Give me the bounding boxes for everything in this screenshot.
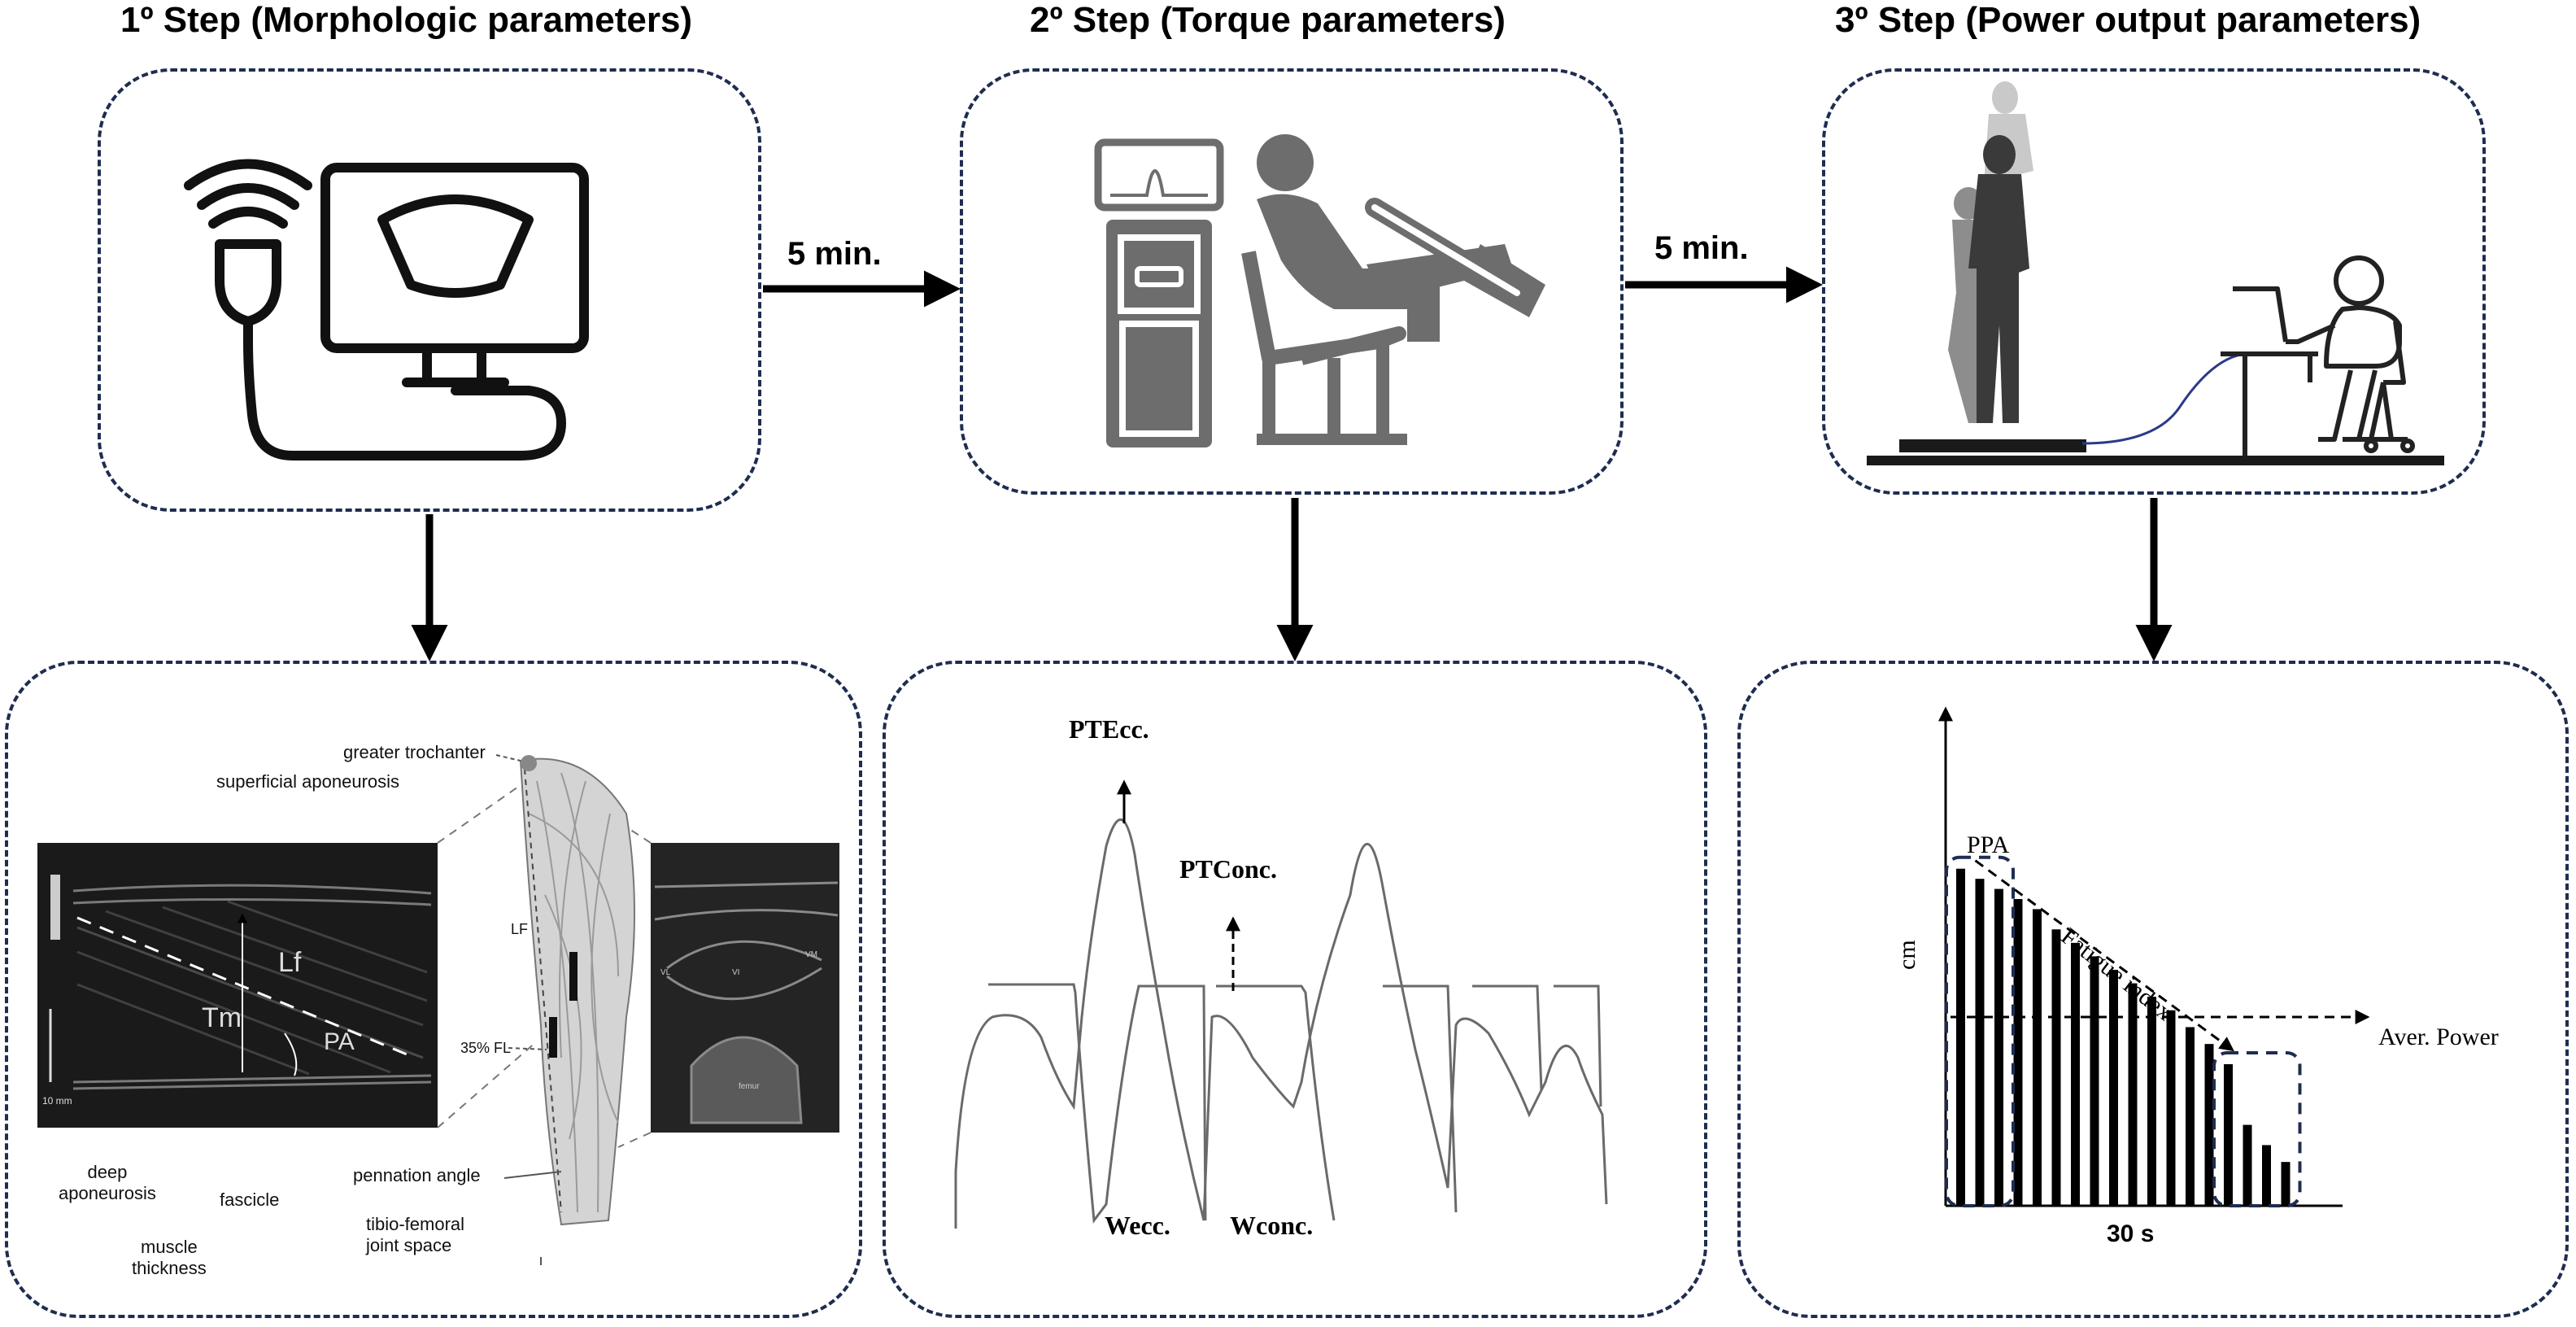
- bar-2: [1975, 879, 1985, 1206]
- label-deep-aponeurosis: deep aponeurosis: [59, 1162, 156, 1203]
- label-femur: femur: [739, 1082, 760, 1091]
- label-w-conc: Wconc.: [1230, 1211, 1314, 1240]
- label-muscle-thickness: muscle thickness: [132, 1237, 207, 1278]
- step3-box: [1822, 68, 2486, 495]
- bar-13: [2186, 1027, 2195, 1206]
- bar-5: [2033, 909, 2042, 1206]
- label-w-ecc: Wecc.: [1105, 1211, 1170, 1240]
- tail-highlight: [2212, 1051, 2302, 1207]
- step1-box: [98, 68, 761, 512]
- bar-17: [2262, 1145, 2271, 1206]
- label-vl: VL: [660, 968, 671, 977]
- torque-box: [883, 661, 1707, 1318]
- ultrasound-machine-icon: [184, 159, 589, 461]
- torque-curves: [954, 818, 1608, 1229]
- label-aver-power: Aver. Power: [2378, 1024, 2499, 1050]
- label-pennation-angle: pennation angle: [353, 1165, 481, 1185]
- torque-marker-arrows: [1117, 779, 1240, 991]
- label-35-fl: 35% FL: [460, 1040, 512, 1056]
- fatigue-index-arrow: [1974, 859, 2234, 1052]
- ultrasound-image: [37, 784, 839, 1148]
- bar-8: [2090, 956, 2099, 1206]
- bar-10: [2128, 983, 2138, 1206]
- bar-6: [2051, 929, 2061, 1206]
- label-superficial-aponeurosis: superficial aponeurosis: [216, 771, 400, 792]
- bar-12: [2166, 1010, 2176, 1206]
- flow-arrows: [411, 266, 2173, 661]
- transition-label-1: 5 min.: [787, 236, 882, 272]
- label-pt-ecc: PTEcc.: [1069, 714, 1149, 744]
- bar-14: [2204, 1044, 2214, 1206]
- step1-title: 1º Step (Morphologic parameters): [120, 0, 693, 40]
- label-lf-leg: LF: [511, 921, 529, 937]
- label-fascicle: fascicle: [220, 1189, 280, 1210]
- step2-box: [960, 68, 1624, 495]
- label-tm: Tm: [202, 1002, 242, 1033]
- x-axis-label: 30 s: [2107, 1220, 2155, 1247]
- bar-4: [2013, 899, 2023, 1206]
- ppa-highlight: [1945, 855, 2015, 1207]
- step3-title: 3º Step (Power output parameters): [1835, 0, 2421, 40]
- label-ppa: PPA: [1967, 832, 2010, 858]
- label-scale: 10 mm: [42, 1095, 72, 1107]
- y-axis-label: cm: [1894, 940, 1920, 970]
- label-lf: Lf: [278, 947, 302, 978]
- step2-title: 2º Step (Torque parameters): [1030, 0, 1506, 40]
- ultrasound-box: [5, 661, 862, 1318]
- bar-1: [1956, 868, 1965, 1206]
- bar-15: [2224, 1064, 2233, 1206]
- label-vm: VM: [805, 950, 817, 959]
- bar-18: [2281, 1162, 2291, 1206]
- thigh-muscle-drawing: [495, 754, 635, 1265]
- label-vi: VI: [732, 968, 740, 977]
- bar-11: [2147, 997, 2156, 1206]
- bar-9: [2109, 970, 2118, 1206]
- transition-label-2: 5 min.: [1654, 230, 1749, 266]
- power-box: [1737, 661, 2569, 1318]
- bar-7: [2071, 942, 2080, 1206]
- dynamometer-icon: [1094, 134, 1545, 447]
- label-greater-trochanter: greater trochanter: [343, 742, 486, 762]
- bar-16: [2243, 1124, 2252, 1206]
- label-pt-conc: PTConc.: [1179, 854, 1277, 884]
- label-pa: PA: [324, 1028, 355, 1055]
- label-tibio-femoral: tibio-femoral joint space: [366, 1214, 465, 1255]
- bar-3: [1994, 888, 2003, 1206]
- jump-test-icon: [1867, 81, 2444, 465]
